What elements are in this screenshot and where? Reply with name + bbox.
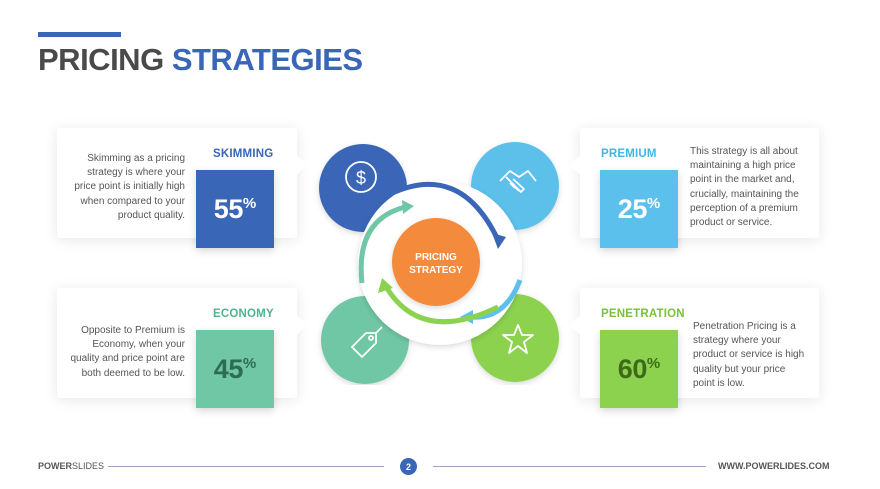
desc-line: price point is initially high [74, 181, 185, 193]
economy-label: ECONOMY [213, 308, 274, 320]
title-part-2: STRATEGIES [171, 42, 363, 77]
desc-line: product or service is high [693, 349, 805, 361]
footer-brand: POWERSLIDES [38, 461, 104, 471]
premium-label: PREMIUM [601, 148, 657, 160]
premium-description: This strategy is all about maintaining a… [690, 145, 815, 230]
skimming-card: Skimming as a pricing strategy is where … [57, 128, 309, 248]
page-number: 2 [400, 458, 417, 475]
desc-line: Opposite to Premium is [81, 325, 185, 336]
desc-line: This strategy is all about [690, 146, 798, 157]
economy-card: Opposite to Premium is Economy, when you… [57, 288, 309, 408]
arrow-top-left [358, 200, 414, 284]
premium-percent-value: 25 [617, 193, 648, 224]
strategy-cycle-diagram: PRICING STRATEGY $ [319, 142, 559, 384]
dollar-icon: $ [345, 161, 377, 193]
footer-line-left [108, 466, 384, 467]
premium-percent-box: 25% [600, 170, 678, 248]
title-accent-bar [38, 32, 121, 37]
percent-symbol: % [242, 194, 257, 212]
percent-symbol: % [242, 354, 257, 372]
brand-part-1: POWER [38, 461, 73, 471]
desc-line: point in the market and, [690, 174, 795, 186]
arrow-top-right [386, 181, 506, 249]
penetration-percent-value: 60 [617, 353, 648, 384]
desc-line: maintaining a high price [690, 160, 796, 172]
desc-line: point is low. [693, 377, 745, 389]
desc-line: Skimming as a pricing [87, 153, 185, 164]
center-label-line1: PRICING [415, 252, 457, 263]
desc-line: when compared to your [80, 195, 185, 207]
penetration-label: PENETRATION [601, 308, 685, 320]
economy-percent-box: 45% [196, 330, 274, 408]
desc-line: quality and price point are [70, 353, 185, 365]
svg-text:$: $ [356, 168, 366, 188]
page-title: PRICING STRATEGIES [38, 42, 363, 78]
desc-line: Economy, when your [92, 339, 185, 351]
percent-symbol: % [646, 194, 661, 212]
skimming-label: SKIMMING [213, 148, 274, 160]
economy-percent-value: 45 [213, 353, 244, 384]
skimming-percent-value: 55 [213, 193, 244, 224]
desc-line: Penetration Pricing is a [693, 321, 796, 332]
arrow-bottom-left [378, 278, 500, 325]
brand-part-2: SLIDES [72, 461, 105, 471]
penetration-card: PENETRATION 60% Penetration Pricing is a… [568, 288, 819, 408]
percent-symbol: % [646, 354, 661, 372]
footer-line-right [433, 466, 706, 467]
desc-line: crucially, maintaining the [690, 188, 799, 200]
desc-line: strategy where your [693, 335, 781, 347]
skimming-percent-box: 55% [196, 170, 274, 248]
desc-line: both deemed to be low. [81, 367, 185, 379]
title-part-1: PRICING [38, 42, 164, 77]
penetration-percent-box: 60% [600, 330, 678, 408]
price-tag-icon [351, 326, 383, 358]
handshake-icon [499, 170, 537, 193]
desc-line: quality but your price [693, 363, 786, 375]
desc-line: perception of a premium [690, 202, 798, 214]
desc-line: product or service. [690, 217, 773, 229]
center-circle [392, 218, 480, 306]
footer-url[interactable]: WWW.POWERLIDES.COM [718, 461, 830, 471]
economy-description: Opposite to Premium is Economy, when you… [67, 324, 185, 381]
penetration-description: Penetration Pricing is a strategy where … [693, 320, 815, 391]
star-icon [502, 324, 534, 354]
skimming-description: Skimming as a pricing strategy is where … [67, 152, 185, 223]
center-label-line2: STRATEGY [409, 265, 463, 276]
desc-line: product quality. [117, 209, 185, 221]
desc-line: strategy is where your [87, 167, 185, 179]
premium-card: PREMIUM 25% This strategy is all about m… [568, 128, 819, 248]
